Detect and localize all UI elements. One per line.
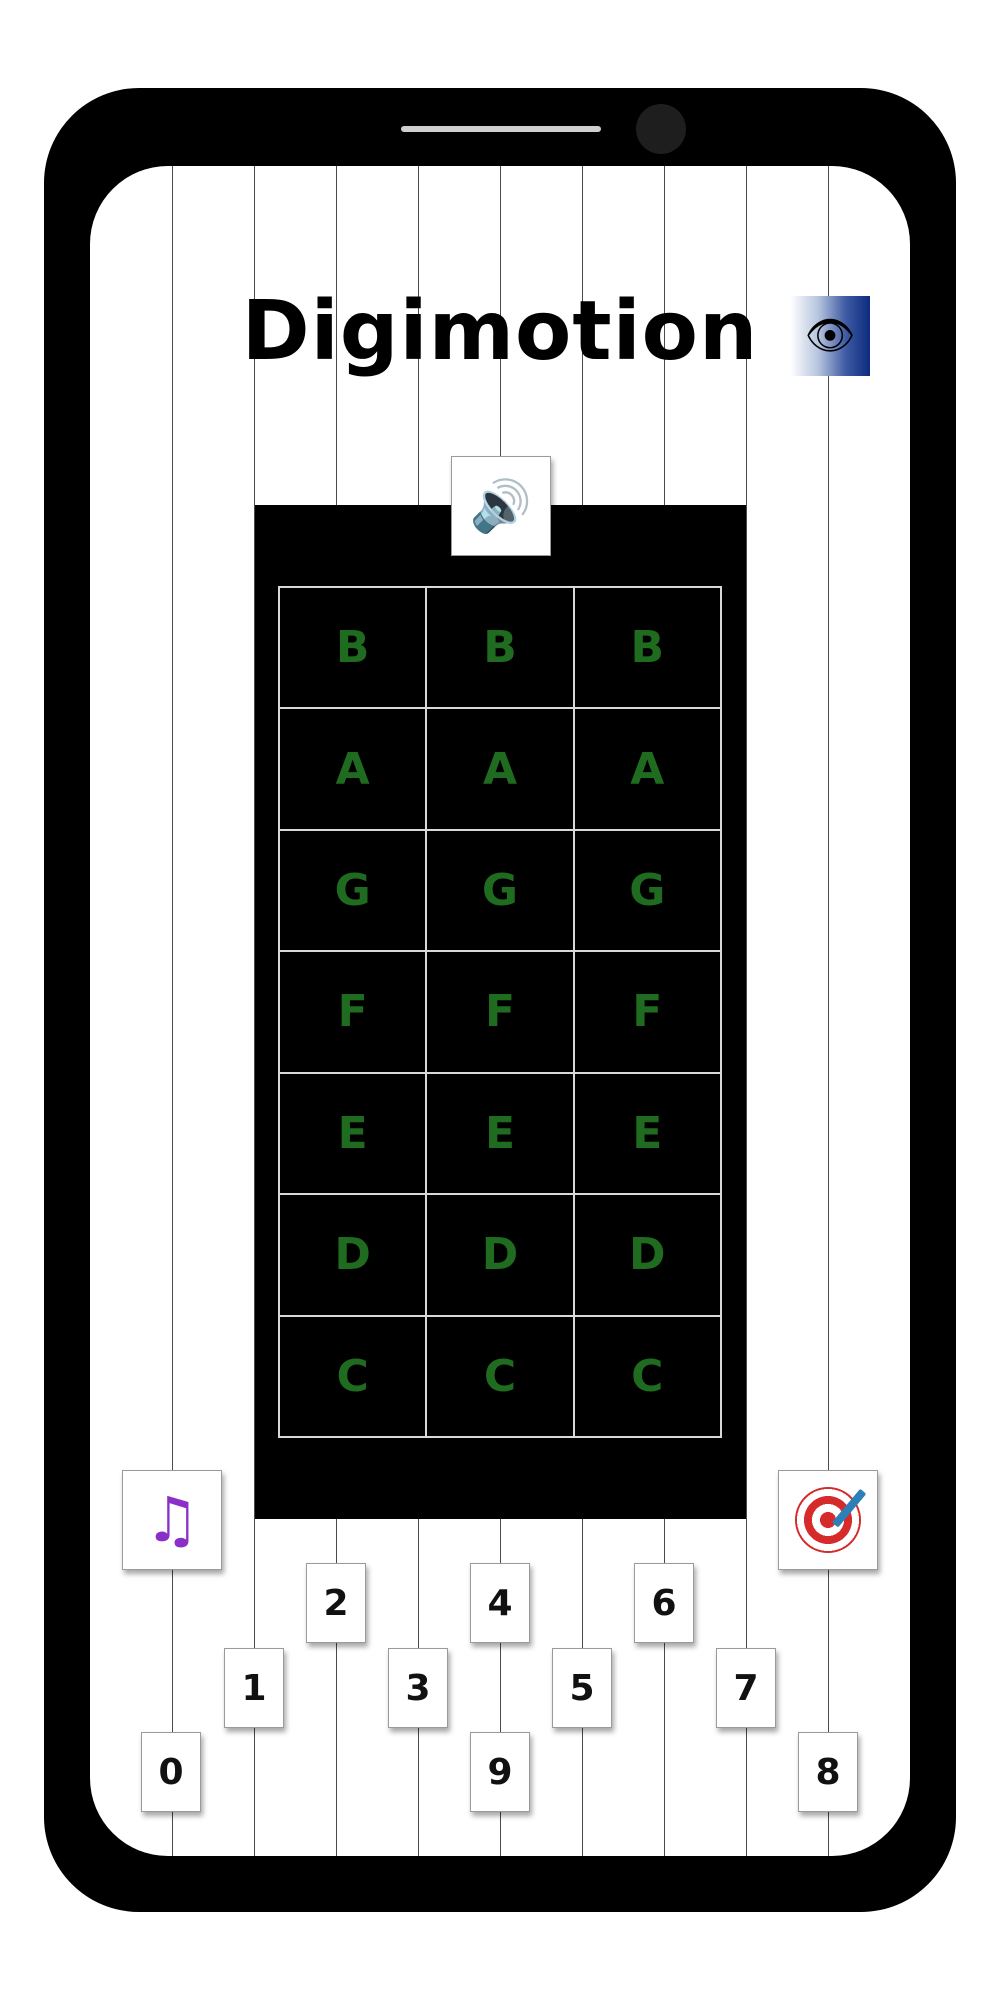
note-cell[interactable]: G — [573, 829, 721, 952]
note-cell[interactable]: C — [426, 1315, 574, 1437]
reveal-button[interactable]: 👁 — [790, 296, 870, 376]
phone-camera — [636, 104, 686, 154]
eye-icon: 👁 — [804, 313, 856, 359]
number-key-6[interactable]: 6 — [634, 1563, 694, 1643]
note-cell[interactable]: G — [426, 829, 574, 952]
staff-line — [254, 166, 255, 1856]
note-cell[interactable]: D — [426, 1194, 574, 1316]
staff-line — [746, 166, 747, 1856]
note-cell[interactable]: C — [573, 1315, 721, 1437]
music-notes-icon: ♫ — [144, 1483, 200, 1556]
note-cell[interactable]: E — [426, 1072, 574, 1195]
note-cell[interactable]: D — [573, 1194, 721, 1316]
note-cell[interactable]: A — [426, 708, 574, 830]
number-key-7[interactable]: 7 — [716, 1648, 776, 1728]
target-button[interactable] — [778, 1470, 878, 1570]
number-key-3[interactable]: 3 — [388, 1648, 448, 1728]
note-cell[interactable]: E — [573, 1072, 721, 1195]
note-cell[interactable]: D — [279, 1194, 427, 1316]
note-cell[interactable]: G — [279, 829, 427, 952]
note-cell[interactable]: F — [279, 951, 427, 1073]
speaker-icon: 🔊 — [469, 477, 533, 535]
staff-line — [828, 166, 829, 1856]
number-key-0[interactable]: 0 — [141, 1732, 201, 1812]
number-key-2[interactable]: 2 — [306, 1563, 366, 1643]
number-key-8[interactable]: 8 — [798, 1732, 858, 1812]
note-cell[interactable]: C — [279, 1315, 427, 1437]
note-cell[interactable]: B — [426, 587, 574, 709]
note-cell[interactable]: A — [573, 708, 721, 830]
number-key-5[interactable]: 5 — [552, 1648, 612, 1728]
music-button[interactable]: ♫ — [122, 1470, 222, 1570]
note-cell[interactable]: F — [573, 951, 721, 1073]
note-grid: B B B A A A G G G F F F E E E D D D C C … — [278, 586, 722, 1438]
note-board: B B B A A A G G G F F F E E E D D D C C … — [255, 505, 746, 1519]
number-key-9[interactable]: 9 — [470, 1732, 530, 1812]
app-title: Digimotion — [241, 284, 759, 379]
app-screen: Digimotion 👁 B B B A A A G G G F F F E E… — [90, 166, 910, 1856]
note-cell[interactable]: B — [279, 587, 427, 709]
note-cell[interactable]: A — [279, 708, 427, 830]
note-cell[interactable]: F — [426, 951, 574, 1073]
number-key-4[interactable]: 4 — [470, 1563, 530, 1643]
sound-button[interactable]: 🔊 — [451, 456, 551, 556]
number-key-1[interactable]: 1 — [224, 1648, 284, 1728]
staff-line — [172, 166, 173, 1856]
note-cell[interactable]: E — [279, 1072, 427, 1195]
note-cell[interactable]: B — [573, 587, 721, 709]
target-icon — [795, 1487, 867, 1553]
phone-speaker-slot — [401, 126, 601, 132]
